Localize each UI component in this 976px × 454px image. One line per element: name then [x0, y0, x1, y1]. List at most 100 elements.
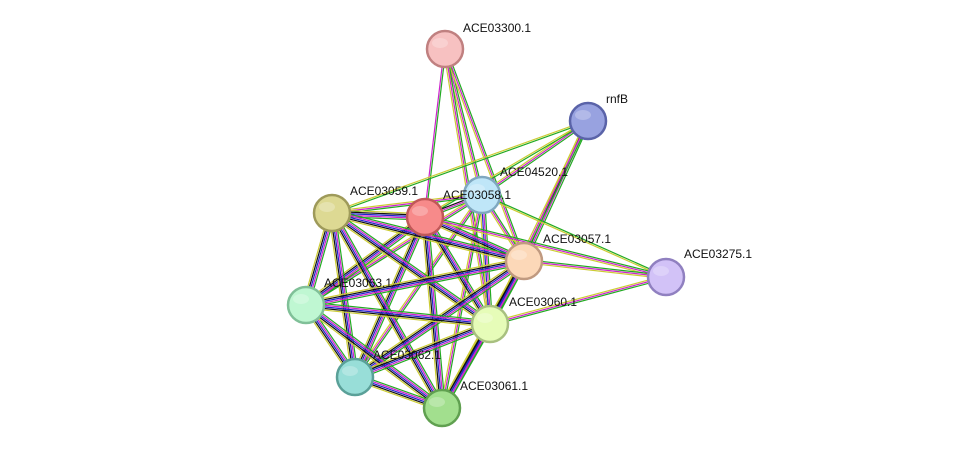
edge-evidence-line: [306, 303, 444, 408]
node-circle[interactable]: [312, 193, 352, 233]
node-highlight: [653, 266, 669, 276]
node-circle[interactable]: [568, 101, 608, 141]
node-circle[interactable]: [286, 285, 326, 325]
node-ace03058-1[interactable]: ACE03058.1: [405, 188, 511, 237]
edge-ace03060-1-ace03062-1: [353, 320, 492, 381]
edge-ace04520-1-ace03059-1: [331, 192, 483, 216]
edge-evidence-line: [482, 121, 590, 197]
edge-evidence-line: [329, 213, 355, 378]
edge-evidence-line: [479, 195, 489, 325]
node-highlight: [342, 366, 358, 376]
node-ace03059-1[interactable]: ACE03059.1: [312, 184, 418, 233]
edge-ace03300-1-ace03058-1: [423, 48, 447, 218]
node-highlight: [293, 294, 309, 304]
edge-evidence-line: [306, 301, 491, 322]
edge-evidence-line: [425, 216, 445, 408]
node-ace03300-1[interactable]: ACE03300.1: [425, 21, 531, 69]
edge-evidence-line: [423, 48, 445, 217]
edge-evidence-line: [442, 49, 524, 262]
edge-evidence-line: [331, 194, 483, 214]
edge-ace03057-1-ace03063-1: [305, 257, 525, 309]
edge-ace03063-1-ace03060-1: [305, 301, 491, 328]
edge-evidence-line: [305, 307, 490, 328]
edge-evidence-line: [306, 195, 484, 307]
edge-evidence-line: [490, 277, 667, 327]
edge-evidence-line: [424, 217, 666, 280]
node-circle[interactable]: [405, 197, 445, 237]
edge-evidence-line: [489, 276, 667, 325]
edge-evidence-line: [331, 192, 482, 213]
node-highlight: [429, 397, 445, 407]
edge-evidence-line: [483, 194, 493, 324]
edge-evidence-line: [444, 48, 525, 262]
node-label: ACE03275.1: [684, 247, 752, 261]
node-circle[interactable]: [646, 257, 686, 297]
edge-evidence-line: [331, 119, 588, 213]
node-highlight: [511, 250, 527, 260]
edge-evidence-line: [354, 321, 490, 377]
edge-evidence-line: [307, 219, 428, 309]
edge-evidence-line: [304, 215, 425, 305]
node-highlight: [319, 202, 335, 212]
edge-ace03057-1-ace03275-1: [523, 258, 667, 280]
node-rnfb[interactable]: rnfB: [568, 92, 628, 141]
node-highlight: [469, 184, 485, 194]
edge-evidence-line: [424, 216, 491, 325]
edge-evidence-line: [328, 214, 440, 410]
edge-evidence-line: [480, 195, 490, 325]
edge-evidence-line: [425, 214, 667, 277]
node-ace03057-1[interactable]: ACE03057.1: [504, 232, 611, 281]
node-highlight: [412, 206, 428, 216]
edge-evidence-line: [425, 49, 447, 218]
node-label: ACE03058.1: [443, 188, 511, 202]
edge-evidence-line: [331, 212, 525, 262]
edge-evidence-line: [307, 301, 445, 406]
edge-evidence-line: [425, 215, 492, 324]
node-ace04520-1[interactable]: ACE04520.1: [462, 165, 568, 215]
edge-ace03275-1-ace03060-1: [489, 274, 667, 327]
edge-evidence-line: [354, 323, 491, 378]
node-ace03275-1[interactable]: ACE03275.1: [646, 247, 752, 297]
edge-evidence-line: [524, 258, 667, 277]
edge-evidence-line: [305, 304, 491, 325]
node-circle[interactable]: [425, 29, 465, 69]
node-label: ACE03057.1: [543, 232, 611, 246]
edge-evidence-line: [482, 193, 667, 277]
edge-evidence-line: [328, 213, 353, 378]
node-label: ACE03060.1: [509, 295, 577, 309]
node-ace03061-1[interactable]: ACE03061.1: [422, 379, 528, 428]
node-ace03062-1[interactable]: ACE03062.1: [335, 348, 441, 397]
edge-evidence-line: [481, 195, 666, 279]
edge-ace04520-1-ace03275-1: [481, 193, 667, 279]
node-ace03063-1[interactable]: ACE03063.1: [286, 276, 392, 325]
edge-evidence-line: [305, 257, 524, 303]
node-circle[interactable]: [422, 388, 462, 428]
edge-evidence-line: [421, 217, 440, 409]
network-nodes: ACE03300.1rnfBACE04520.1ACE03058.1ACE030…: [286, 21, 752, 428]
edge-evidence-line: [480, 119, 588, 195]
edge-evidence-line: [334, 211, 446, 407]
edge-evidence-line: [331, 215, 524, 265]
edge-evidence-line: [352, 257, 523, 375]
node-label: ACE03300.1: [463, 21, 531, 35]
node-label: ACE03061.1: [460, 379, 528, 393]
edge-evidence-line: [355, 217, 428, 378]
node-highlight: [432, 38, 448, 48]
edge-ace03300-1-ace03057-1: [442, 48, 527, 262]
edge-ace03058-1-ace03061-1: [421, 216, 446, 409]
edge-evidence-line: [353, 320, 490, 375]
edge-evidence-line: [306, 263, 525, 309]
edge-evidence-line: [489, 274, 666, 324]
edge-evidence-line: [481, 120, 589, 196]
node-circle[interactable]: [504, 241, 544, 281]
edge-rnfb-ace04520-1: [480, 119, 590, 197]
node-ace03060-1[interactable]: ACE03060.1: [470, 295, 577, 344]
node-circle[interactable]: [462, 175, 502, 215]
edge-rnfb-ace03059-1: [331, 119, 589, 215]
node-circle[interactable]: [470, 304, 510, 344]
edge-evidence-line: [425, 121, 589, 219]
edge-evidence-line: [424, 216, 667, 278]
node-circle[interactable]: [335, 357, 375, 397]
edge-evidence-line: [332, 121, 589, 215]
edge-evidence-line: [305, 258, 524, 305]
